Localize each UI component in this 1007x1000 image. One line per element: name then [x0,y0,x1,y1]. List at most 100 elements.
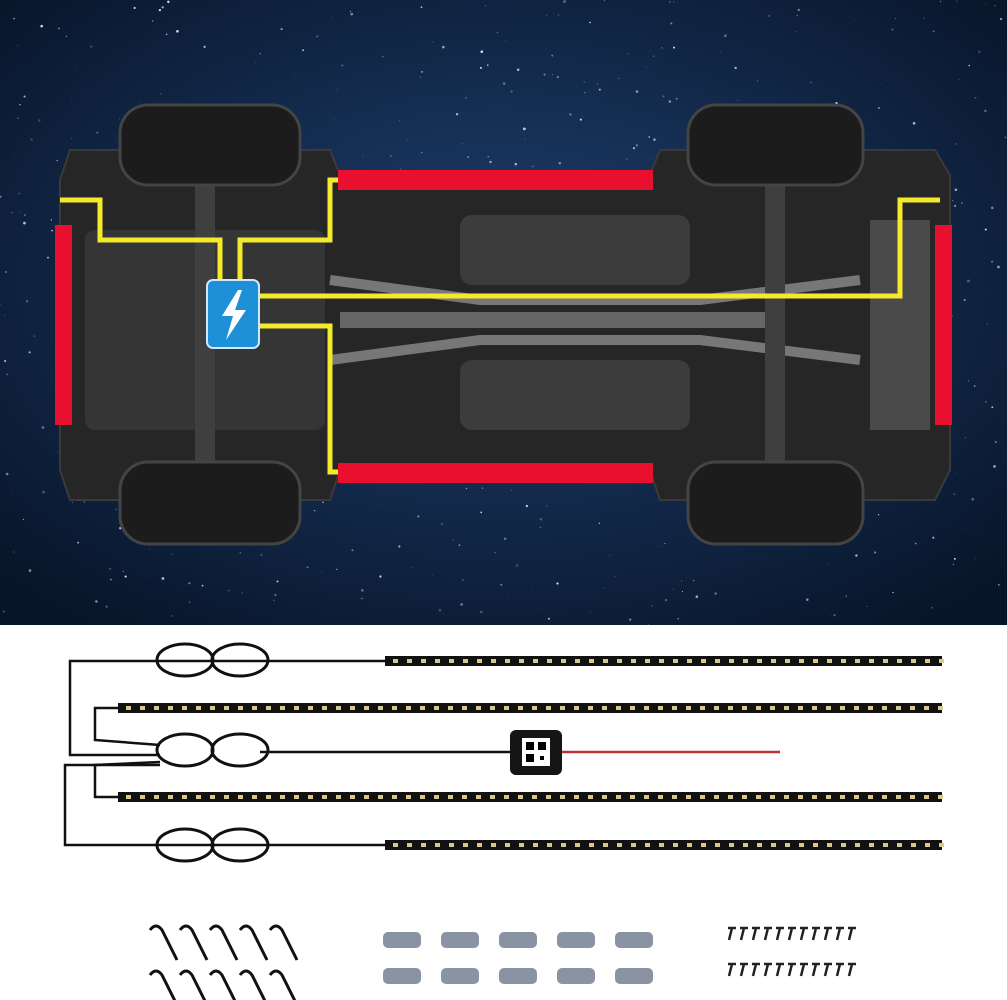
bluetooth-controller [510,730,562,775]
star [149,548,151,550]
star [546,14,547,16]
star [458,526,460,527]
star [952,200,954,202]
star [693,579,695,582]
star [0,195,2,198]
star [681,580,683,582]
star [336,89,338,91]
star [662,95,665,98]
star [974,96,977,99]
star [810,81,812,84]
star [983,614,985,616]
star [931,607,933,609]
star [124,575,127,578]
star [19,212,21,213]
star [381,55,384,58]
star [419,76,421,78]
tire-rear-right [686,460,865,546]
lit-led-strips [55,170,952,483]
screw [775,962,784,977]
star [417,515,420,518]
star [255,61,257,63]
star [648,624,649,626]
star [652,55,655,57]
star [720,51,721,53]
screw [787,962,796,977]
star [362,156,364,158]
star [109,568,111,570]
star [999,17,1003,21]
star [486,64,489,66]
star [618,77,620,79]
star [504,67,506,68]
star [24,214,26,216]
star [866,606,868,607]
star [40,24,43,28]
star [302,49,305,52]
star [110,578,112,581]
star [350,12,354,16]
star [259,53,261,55]
led-strip [385,656,944,666]
cables [63,659,780,847]
zip-tie [268,969,297,1000]
star [489,160,492,164]
star [46,256,50,259]
star [768,15,770,17]
star [635,144,638,147]
mounting-clip [557,968,595,984]
zip-tie [178,969,207,1000]
star [379,575,382,578]
star [669,1,671,3]
star [596,83,598,85]
star [158,8,162,12]
star [118,118,120,120]
led-strip-rear [935,225,952,425]
screw [763,962,772,977]
star [974,385,976,387]
star [504,40,506,41]
star [51,229,53,232]
star [525,504,529,508]
star [670,22,673,25]
star [465,487,468,490]
screw [823,962,832,977]
star [500,583,503,586]
star [56,159,58,162]
star [978,50,981,54]
star [532,165,534,168]
star [13,17,15,20]
star [609,554,611,556]
star [629,618,632,621]
star [974,557,976,559]
star [485,5,486,7]
star [360,589,364,592]
star [336,568,338,571]
star [90,45,93,48]
star [122,570,124,572]
star [971,497,975,501]
star [398,545,401,548]
star [23,95,26,98]
star [167,0,170,4]
star [105,605,108,608]
star [833,614,836,617]
star [984,109,987,113]
screw [811,926,820,941]
star [455,112,459,116]
star [939,0,942,3]
star [13,152,14,154]
screw [751,926,760,941]
star [932,30,935,33]
star [28,351,31,354]
star [681,591,683,593]
star [50,219,52,221]
star [381,506,382,507]
star [421,152,423,154]
star [452,539,454,541]
zip-tie [148,924,179,961]
zip-ties [148,924,299,1000]
star [161,6,164,9]
star [17,45,19,46]
led-strip [118,792,943,802]
